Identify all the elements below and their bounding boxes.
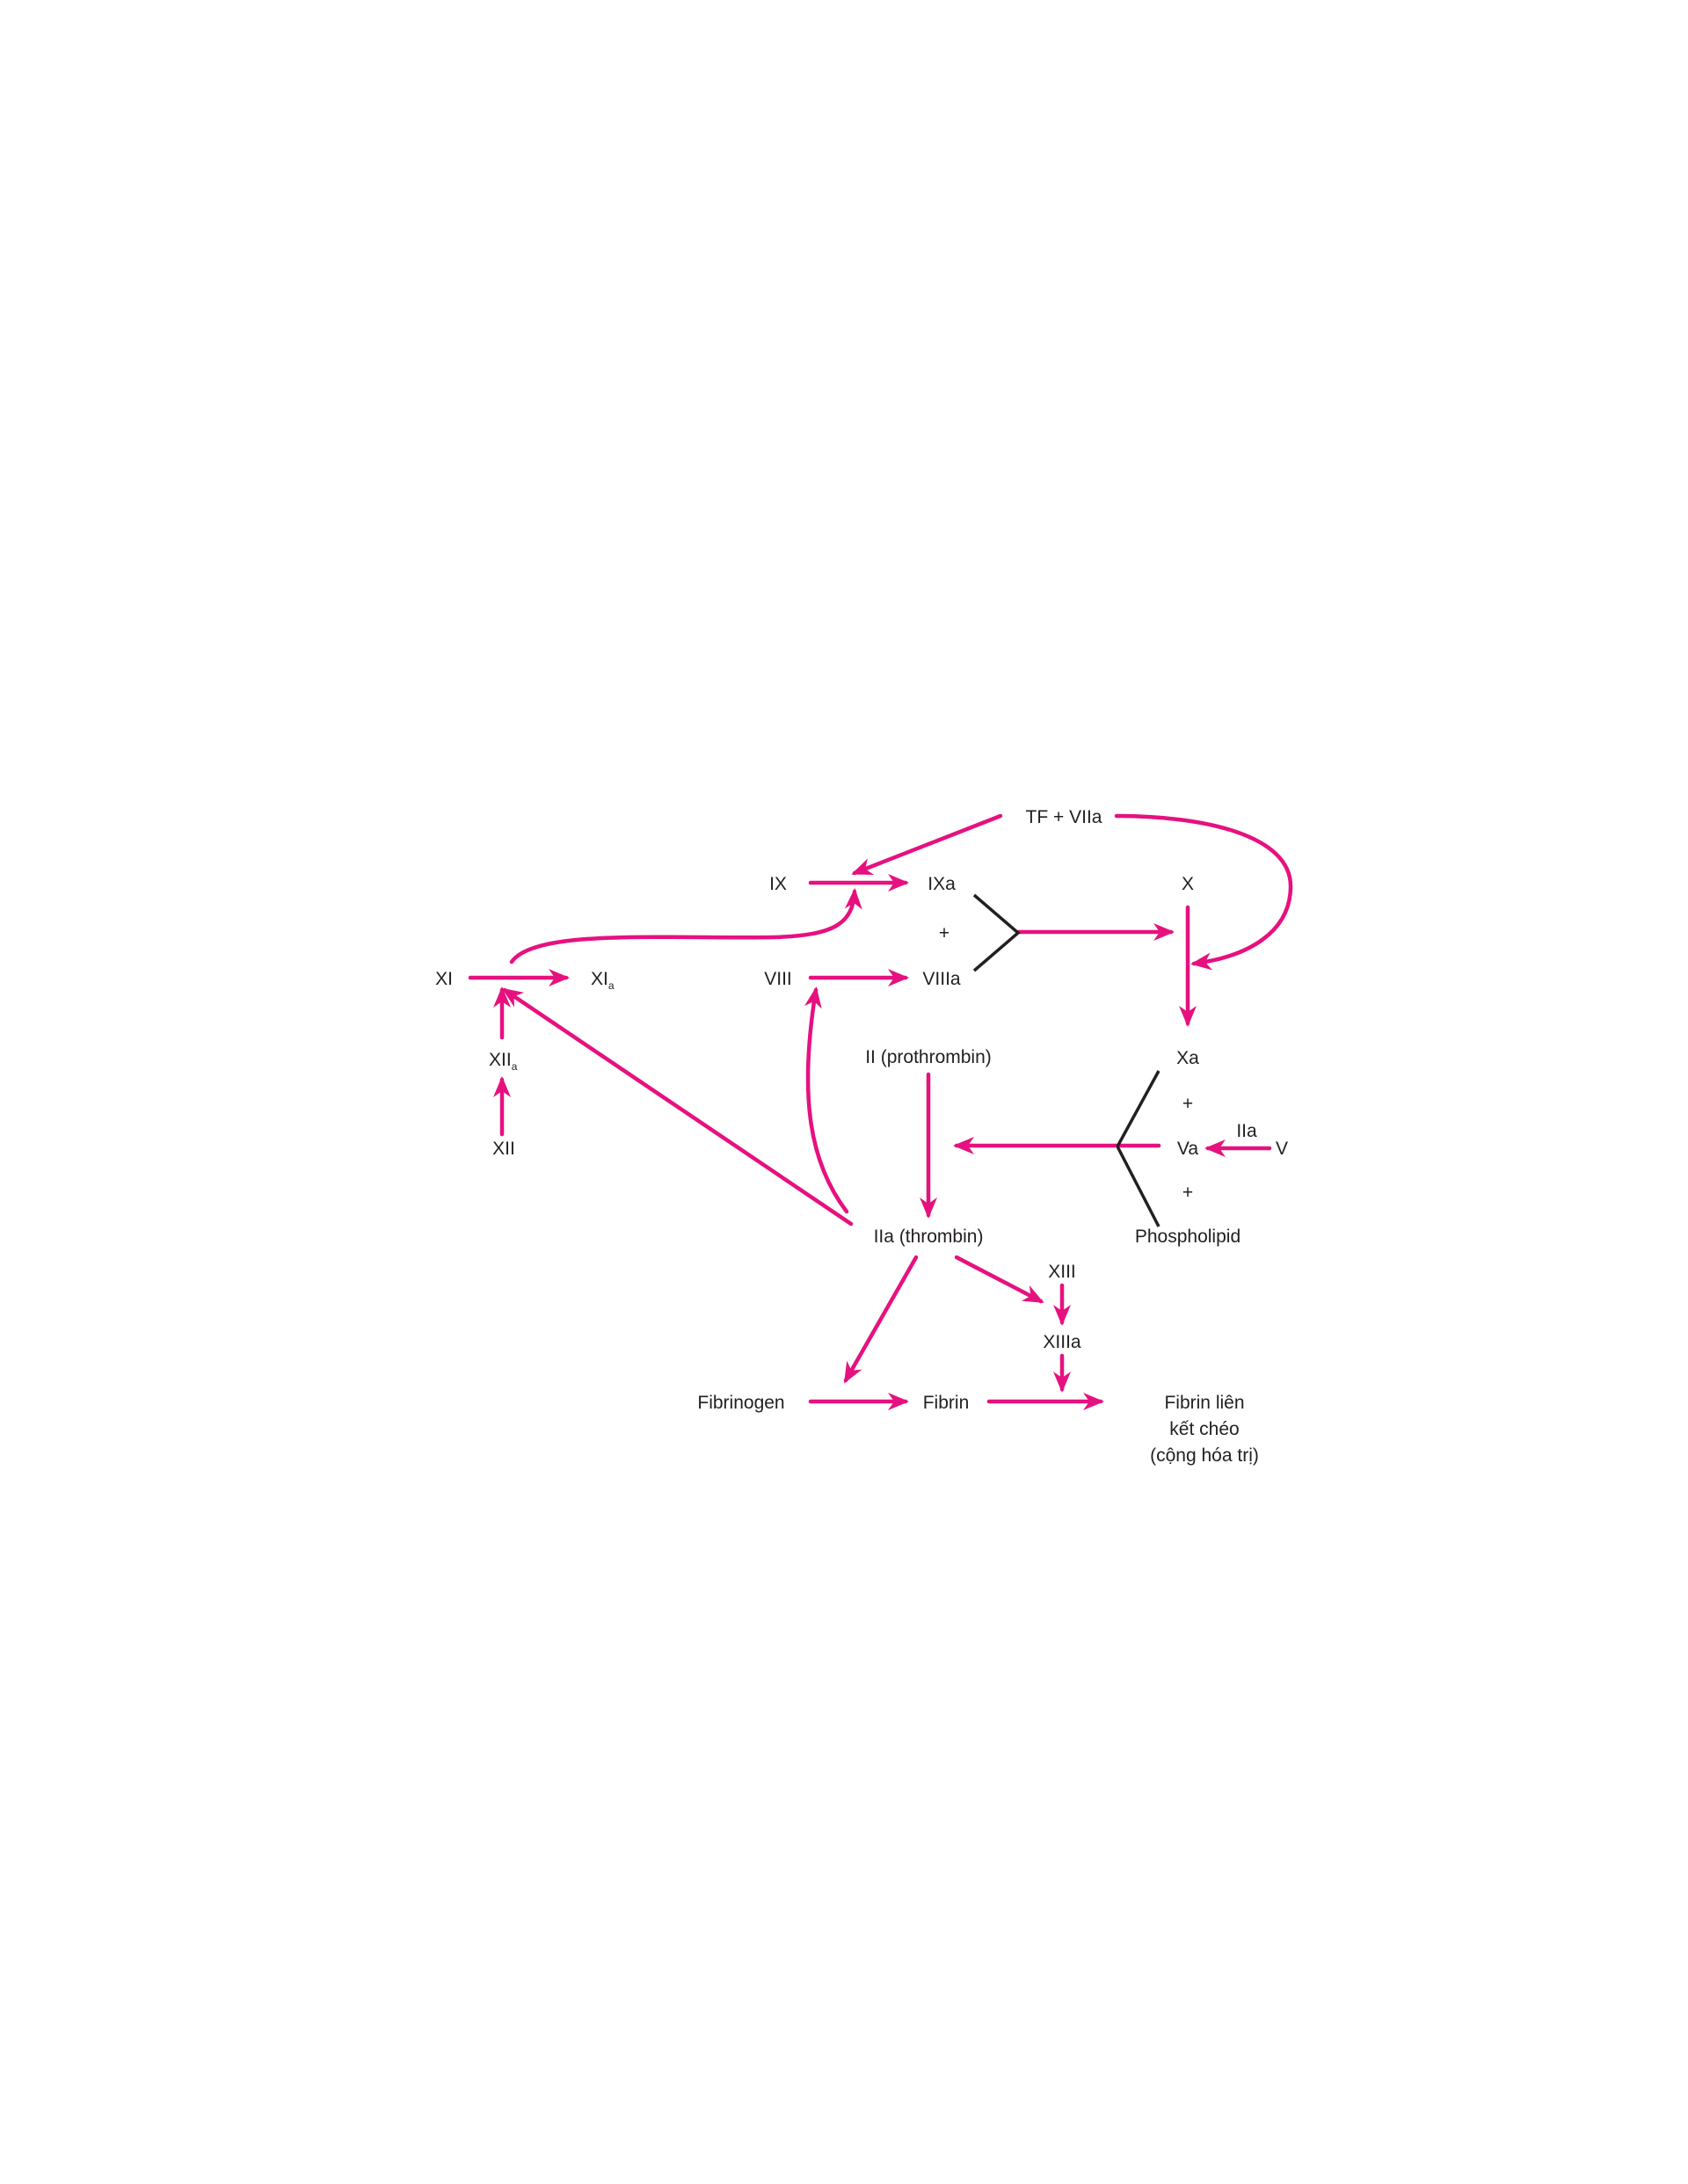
label-plus-xa-va: + [1182, 1094, 1193, 1114]
arrow-thrombin-to-xia [501, 987, 854, 1227]
label-crosslinked-line3: (cộng hóa trị) [1150, 1445, 1259, 1466]
label-crosslinked-line2: kết chéo [1169, 1419, 1239, 1439]
label-v: V [1276, 1139, 1288, 1159]
complex-joins [972, 893, 1160, 1227]
label-xiia: XIIa [489, 1050, 518, 1073]
arrow-xia-to-ixa-curve [509, 888, 862, 965]
label-crosslinked-line1: Fibrin liên [1164, 1393, 1244, 1413]
arrow-thrombin-to-xiii [954, 1255, 1044, 1304]
label-fibrin: Fibrin [923, 1393, 970, 1413]
label-plus-va-phospholipid: + [1182, 1183, 1193, 1203]
label-xia: XIa [591, 969, 615, 992]
arrow-tfviia-to-ix [851, 813, 1003, 876]
label-xiii: XIII [1048, 1262, 1076, 1282]
label-tf-viia: TF + VIIa [1026, 807, 1102, 827]
label-iia-small: IIa [1236, 1121, 1257, 1141]
label-plus-ix-viii: + [939, 923, 950, 943]
label-ix: IX [769, 874, 787, 894]
label-xii: XII [492, 1139, 515, 1159]
label-phospholipid: Phospholipid [1135, 1227, 1241, 1247]
label-fibrinogen: Fibrinogen [697, 1393, 784, 1413]
label-x: X [1182, 874, 1194, 894]
prothrombinase-join-top [1116, 1070, 1160, 1147]
labels: TF + VIIa IX IXa + VIII VIIIa X Xa + Va … [435, 807, 1288, 1466]
label-prothrombin: II (prothrombin) [865, 1047, 992, 1067]
prothrombinase-join-bottom [1116, 1146, 1160, 1227]
label-viiia: VIIIa [922, 969, 961, 989]
arrows [468, 813, 1293, 1410]
tenase-join-bracket [972, 893, 1021, 972]
label-xiiia: XIIIa [1043, 1332, 1081, 1352]
label-va: Va [1177, 1139, 1198, 1159]
label-viii: VIII [764, 969, 792, 989]
label-xi: XI [435, 969, 453, 989]
label-ixa: IXa [928, 874, 956, 894]
label-xa: Xa [1176, 1048, 1199, 1068]
label-thrombin: IIa (thrombin) [874, 1227, 984, 1247]
arrow-thrombin-to-viiia-curve [804, 986, 849, 1214]
arrow-thrombin-to-fibrinogen [843, 1255, 919, 1384]
arrow-tfviia-to-x-curve [1114, 813, 1293, 971]
